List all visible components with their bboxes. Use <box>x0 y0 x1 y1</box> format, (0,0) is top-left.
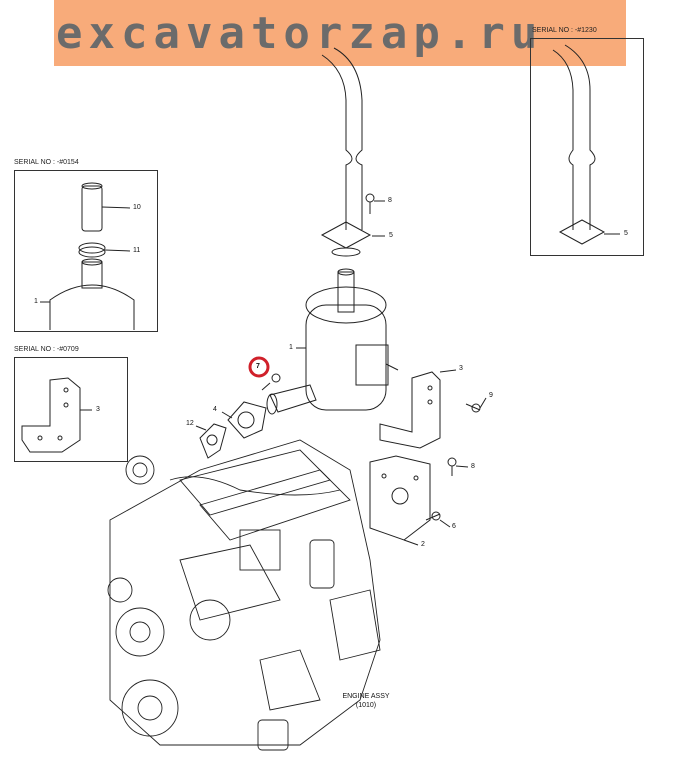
muffler-top-part-1-inset <box>49 258 135 330</box>
muffler-part-1 <box>296 268 389 411</box>
callout-9: 9 <box>489 392 493 399</box>
callout-8-top: 8 <box>388 197 392 204</box>
engine-assy-line1: ENGINE ASSY <box>342 693 390 700</box>
callout-1-main: 1 <box>289 344 293 351</box>
clamp-part-11 <box>78 242 106 258</box>
stack-pipe-main <box>320 47 385 257</box>
gasket-part-4 <box>221 401 267 439</box>
callout-3-inset: 3 <box>96 406 100 413</box>
callout-3-main: 3 <box>459 365 463 372</box>
bolt-part-7 <box>261 373 281 391</box>
callout-12: 12 <box>186 420 194 427</box>
inset-serial-0709: SERIAL NO : -#0709 <box>14 346 79 353</box>
bolt-part-8-top <box>365 193 385 214</box>
bolt-part-8-lower <box>447 457 469 476</box>
callout-2: 2 <box>421 541 425 548</box>
callout-4: 4 <box>213 406 217 413</box>
callout-7: 7 <box>256 363 260 370</box>
inset-serial-1230: SERIAL NO : -#1230 <box>532 27 597 34</box>
bolt-part-9 <box>465 397 487 413</box>
callout-10: 10 <box>133 204 141 211</box>
inset-box-serial-0709 <box>14 357 128 462</box>
callout-6: 6 <box>452 523 456 530</box>
inset-box-serial-0154 <box>14 170 158 332</box>
callout-8-lower: 8 <box>471 463 475 470</box>
highlight-ring-part-7 <box>248 356 270 378</box>
callout-5-inset: 5 <box>624 230 628 237</box>
bracket-part-2 <box>369 455 431 546</box>
callout-11: 11 <box>133 247 141 254</box>
bracket-part-3-inset <box>21 377 81 453</box>
engine-assembly <box>107 439 381 751</box>
bracket-part-3 <box>379 369 457 449</box>
inset-box-serial-1230 <box>530 38 644 256</box>
tail-pipe-part-10 <box>81 182 103 232</box>
callout-5-main: 5 <box>389 232 393 239</box>
watermark-text: excavatorzap.ru <box>56 8 544 59</box>
flange-part-12 <box>195 423 227 459</box>
bolt-part-6 <box>425 511 451 528</box>
stack-pipe-inset-1230 <box>552 44 620 245</box>
inset-serial-0154: SERIAL NO : -#0154 <box>14 159 79 166</box>
callout-1-inset: 1 <box>34 298 38 305</box>
engine-assy-label: ENGINE ASSY (1010) <box>336 692 396 710</box>
engine-assy-line2: (1010) <box>355 702 377 709</box>
inlet-pipe <box>266 384 317 415</box>
